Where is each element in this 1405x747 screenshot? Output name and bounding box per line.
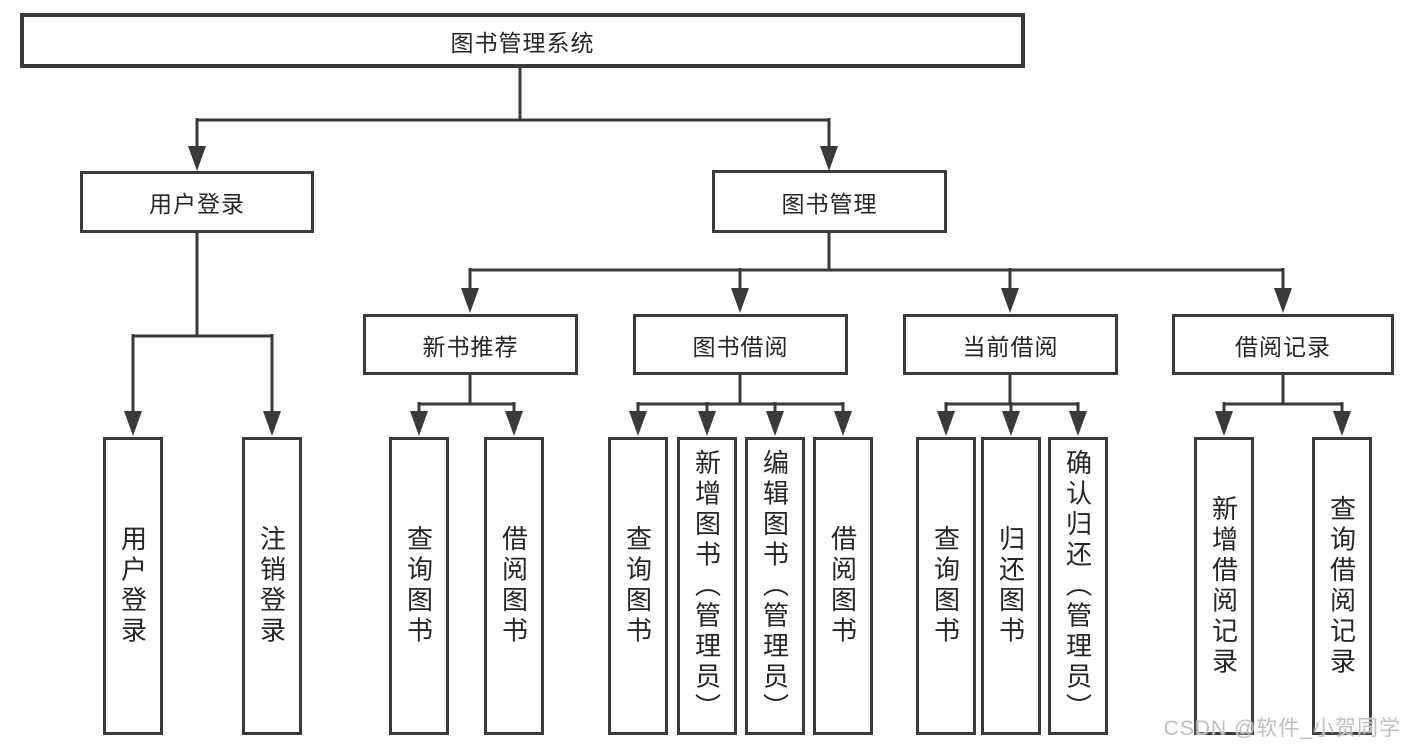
leaf-current-return-label: 归还图书 [995,525,1026,647]
node-user-login-label: 用户登录 [149,191,245,217]
leaf-newbooks-query: 查询图书 [389,437,449,735]
arrow-down-icon [820,146,838,171]
arrow-down-icon [1002,411,1020,436]
leaf-newbooks-borrow: 借阅图书 [484,437,544,735]
leaf-borrow-query-label: 查询图书 [622,525,653,647]
leaf-logout-label: 注销登录 [256,525,287,647]
arrow-down-icons [124,146,1351,436]
leaf-user-login-label: 用户登录 [117,525,148,647]
arrow-down-icon [188,146,206,171]
leaf-borrow-edit: 编辑图书（管理员） [745,437,805,735]
leaf-logout: 注销登录 [242,437,302,735]
arrow-down-icon [834,411,852,436]
leaf-newbooks-borrow-label: 借阅图书 [498,525,529,647]
node-new-books: 新书推荐 [363,314,578,375]
arrow-down-icon [731,288,749,313]
leaf-current-confirm: 确认归还（管理员） [1048,437,1108,735]
leaf-record-query-label: 查询借阅记录 [1326,494,1357,678]
arrow-down-icon [1001,288,1019,313]
node-borrow-records: 借阅记录 [1172,314,1394,375]
node-new-books-label: 新书推荐 [422,333,519,360]
node-book-mgmt-label: 图书管理 [781,190,878,217]
arrow-down-icon [698,411,716,436]
node-root: 图书管理系统 [20,13,1025,68]
arrow-down-icon [461,288,479,313]
watermark: CSDN @软件_小贺同学 [1163,717,1401,740]
node-book-mgmt: 图书管理 [712,170,947,233]
leaf-newbooks-query-label: 查询图书 [403,525,434,647]
node-current-borrow: 当前借阅 [903,314,1118,375]
arrow-down-icon [124,411,142,436]
tree-edges [131,67,1344,414]
leaf-current-query: 查询图书 [916,437,976,735]
arrow-down-icon [1069,411,1087,436]
leaf-current-query-label: 查询图书 [930,525,961,647]
node-user-login: 用户登录 [80,171,314,233]
leaf-borrow-edit-label: 编辑图书（管理员） [759,448,790,724]
arrow-down-icon [1333,411,1351,436]
leaf-record-query: 查询借阅记录 [1312,437,1372,735]
node-current-borrow-label: 当前借阅 [962,333,1059,360]
arrow-down-icon [1215,411,1233,436]
leaf-borrow-book: 借阅图书 [813,437,873,735]
node-book-borrow-label: 图书借阅 [692,333,789,360]
arrow-down-icon [1274,288,1292,313]
leaf-record-add-label: 新增借阅记录 [1208,494,1239,678]
node-root-label: 图书管理系统 [450,29,595,56]
arrow-down-icon [766,411,784,436]
arrow-down-icon [505,411,523,436]
arrow-down-icon [263,411,281,436]
leaf-borrow-query: 查询图书 [608,437,668,735]
arrow-down-icon [629,411,647,436]
arrow-down-icon [937,411,955,436]
leaf-current-confirm-label: 确认归还（管理员） [1062,448,1093,724]
leaf-current-return: 归还图书 [981,437,1041,735]
leaf-record-add: 新增借阅记录 [1194,437,1254,735]
leaf-borrow-add-label: 新增图书（管理员） [691,448,722,724]
leaf-borrow-book-label: 借阅图书 [827,525,858,647]
leaf-borrow-add: 新增图书（管理员） [677,437,737,735]
node-book-borrow: 图书借阅 [633,314,848,375]
leaf-user-login: 用户登录 [103,437,163,735]
node-borrow-records-label: 借阅记录 [1235,333,1331,360]
arrow-down-icon [410,411,428,436]
